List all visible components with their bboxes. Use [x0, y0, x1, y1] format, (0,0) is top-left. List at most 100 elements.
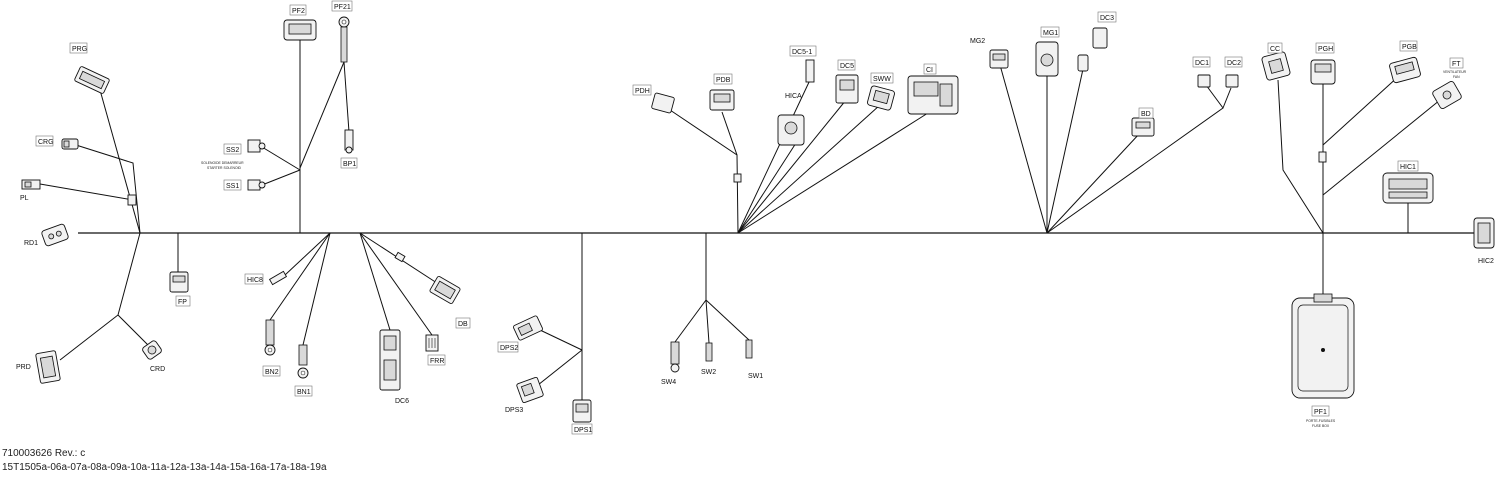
note-ft-line1: VENTILATEUR — [1443, 70, 1467, 74]
label-box-pdh — [632, 84, 652, 96]
label-pl: PL — [20, 195, 29, 202]
wire-crd — [117, 314, 149, 346]
label-ft: FT — [1452, 61, 1461, 68]
note-ft-line2: FAN — [1453, 75, 1460, 79]
note-pf1-line1: PORTE-FUSIBLES — [1306, 419, 1336, 423]
wire-dps3 — [537, 349, 583, 386]
label-box-cc — [1267, 42, 1283, 54]
label-box-prg — [69, 42, 88, 54]
label-bd: BD — [1141, 111, 1151, 118]
connector-fp — [169, 271, 189, 293]
label-box-ss1 — [223, 179, 242, 191]
connector-dc3 — [1077, 27, 1108, 72]
splice-right — [1318, 151, 1327, 163]
connector-pf21 — [338, 16, 350, 63]
connector-crd — [142, 340, 162, 360]
label-box-ft — [1449, 57, 1464, 69]
figure-id-list: 15T1505a-06a-07a-08a-09a-10a-11a-12a-13a… — [2, 462, 327, 473]
wire-ss2 — [261, 146, 301, 171]
label-bp1: BP1 — [343, 161, 356, 168]
connector-bn2 — [264, 319, 276, 356]
label-box-crg — [35, 135, 54, 147]
label-box-pf2 — [289, 4, 307, 16]
wire-hic8 — [284, 232, 331, 276]
label-sw4: SW4 — [661, 379, 676, 386]
wire-sw1 — [705, 299, 750, 341]
connector-ss2 — [247, 139, 266, 153]
wire-bn1 — [302, 232, 331, 346]
label-box-dc1 — [1192, 56, 1211, 68]
splice-center — [733, 173, 742, 183]
connector-hica — [777, 114, 805, 146]
wire-prg — [99, 89, 141, 234]
label-dps3: DPS3 — [505, 407, 523, 414]
connector-cc — [1261, 51, 1291, 81]
connector-dc5 — [835, 74, 859, 104]
connector-sw4 — [670, 341, 680, 373]
label-cc: CC — [1270, 46, 1280, 53]
label-box-dc51 — [789, 45, 817, 57]
connector-crg — [61, 138, 79, 150]
label-box-dps1 — [571, 423, 593, 435]
wire-pdb — [721, 111, 738, 156]
label-pdb: PDB — [716, 77, 731, 84]
wire-crg — [75, 144, 141, 234]
wire-mg2 — [999, 64, 1048, 234]
connector-bp1 — [344, 129, 354, 154]
label-box-bp1 — [340, 157, 358, 169]
label-box-ss2 — [223, 143, 242, 155]
connector-mg1 — [1035, 41, 1059, 77]
connector-db — [429, 275, 461, 305]
note-pf1-line2: FUSE BOX — [1312, 424, 1330, 428]
label-dc51: DC5-1 — [792, 49, 812, 56]
splice-left — [127, 194, 137, 206]
label-dc5: DC5 — [840, 63, 854, 70]
connector-pl — [21, 179, 41, 190]
label-box-pgh — [1315, 42, 1335, 54]
label-dps1: DPS1 — [574, 427, 592, 434]
connectors — [21, 16, 1495, 423]
label-dps2: DPS2 — [500, 345, 518, 352]
label-box-pgb — [1399, 40, 1418, 52]
wire-sww — [737, 104, 881, 234]
label-pf1: PF1 — [1314, 409, 1327, 416]
wire-ci — [737, 112, 929, 234]
part-number: 710003626 Rev.: c — [2, 448, 86, 459]
connector-hic2 — [1473, 217, 1495, 249]
wire-dc2 — [1222, 87, 1232, 109]
label-box-bn1 — [294, 385, 313, 397]
label-hic2: HIC2 — [1478, 258, 1494, 265]
label-box-dc2 — [1224, 56, 1243, 68]
label-fp: FP — [178, 299, 187, 306]
label-box-ci — [923, 63, 937, 75]
connector-ci — [907, 75, 959, 115]
wire-hica — [737, 142, 797, 234]
connector-pgb — [1389, 56, 1421, 84]
wire-dc1-dc2 — [1046, 84, 1224, 234]
label-dc2: DC2 — [1227, 60, 1241, 67]
note-ss2-line2: STARTER SOLENOID — [207, 166, 242, 170]
connector-rd1 — [41, 223, 69, 247]
label-crd: CRD — [150, 366, 165, 373]
wire-dps2 — [539, 329, 583, 351]
label-box-hic1 — [1397, 160, 1419, 172]
label-ss2: SS2 — [226, 147, 239, 154]
connector-ft — [1432, 80, 1462, 110]
connector-dc2 — [1225, 74, 1239, 88]
connector-bn1 — [297, 344, 309, 379]
connector-sw1 — [745, 339, 753, 359]
label-pgh: PGH — [1318, 46, 1333, 53]
connector-hic1 — [1382, 172, 1434, 204]
wire-bn2 — [269, 232, 331, 321]
label-box-fp — [175, 295, 191, 307]
connector-dc1 — [1197, 74, 1211, 88]
connector-pf2 — [283, 19, 317, 41]
label-box-dc5 — [837, 59, 856, 71]
connector-dc6 — [379, 329, 401, 391]
label-db: DB — [458, 321, 468, 328]
wire-cc — [1277, 79, 1324, 234]
wire-dc6 — [359, 232, 391, 331]
wire-pl — [39, 183, 134, 201]
